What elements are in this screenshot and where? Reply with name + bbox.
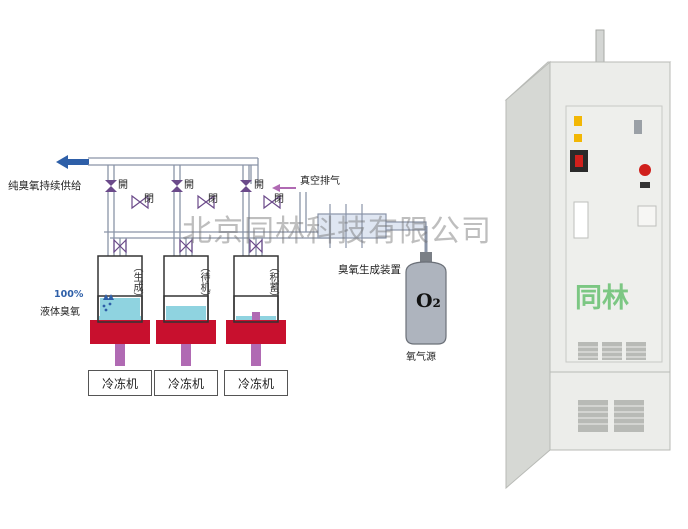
valve-3-open-label: 開: [254, 180, 264, 191]
vacuum-arrow: [272, 184, 296, 192]
liquid-ozone-label: 液体臭氧: [40, 307, 80, 318]
generator-label: 臭氧生成装置: [338, 264, 401, 276]
drop-pipes: [107, 165, 250, 180]
cabinet: [504, 29, 672, 490]
column-1-state: （生成）: [131, 262, 142, 302]
secondary-pipe: [104, 192, 330, 239]
tank-2: [156, 255, 216, 366]
bubble-icon: [102, 294, 114, 312]
chiller-2: 冷冻机: [154, 370, 218, 396]
o2-label: O₂: [416, 290, 441, 312]
cabinet-brand: 同林: [575, 283, 629, 314]
valve-2-open-label: 開: [184, 180, 194, 191]
valve-icon: [105, 180, 252, 192]
supply-arrow: [56, 155, 89, 169]
column-3-state: （积蓄）: [267, 262, 278, 302]
chiller-3: 冷冻机: [224, 370, 288, 396]
tank-3: [226, 255, 286, 366]
valve-1-closed-label: 閉: [144, 194, 154, 205]
supply-label: 纯臭氧持续供给: [8, 180, 82, 192]
valve-2-closed-label: 閉: [208, 194, 218, 205]
column-2-state: （待机）: [198, 262, 209, 302]
vacuum-label: 真空排气: [300, 176, 340, 187]
ozone-generator: [317, 204, 428, 258]
liquid-percent-label: 100%: [54, 289, 84, 300]
side-valve-icon: [113, 194, 281, 254]
valve-1-open-label: 開: [118, 180, 128, 191]
oxygen-cylinder: [405, 252, 447, 345]
chiller-1: 冷冻机: [88, 370, 152, 396]
valve-3-closed-label: 閉: [274, 194, 284, 205]
company-watermark: 北京同林科技有限公司: [182, 214, 492, 249]
oxygen-source-label: 氧气源: [406, 352, 436, 363]
